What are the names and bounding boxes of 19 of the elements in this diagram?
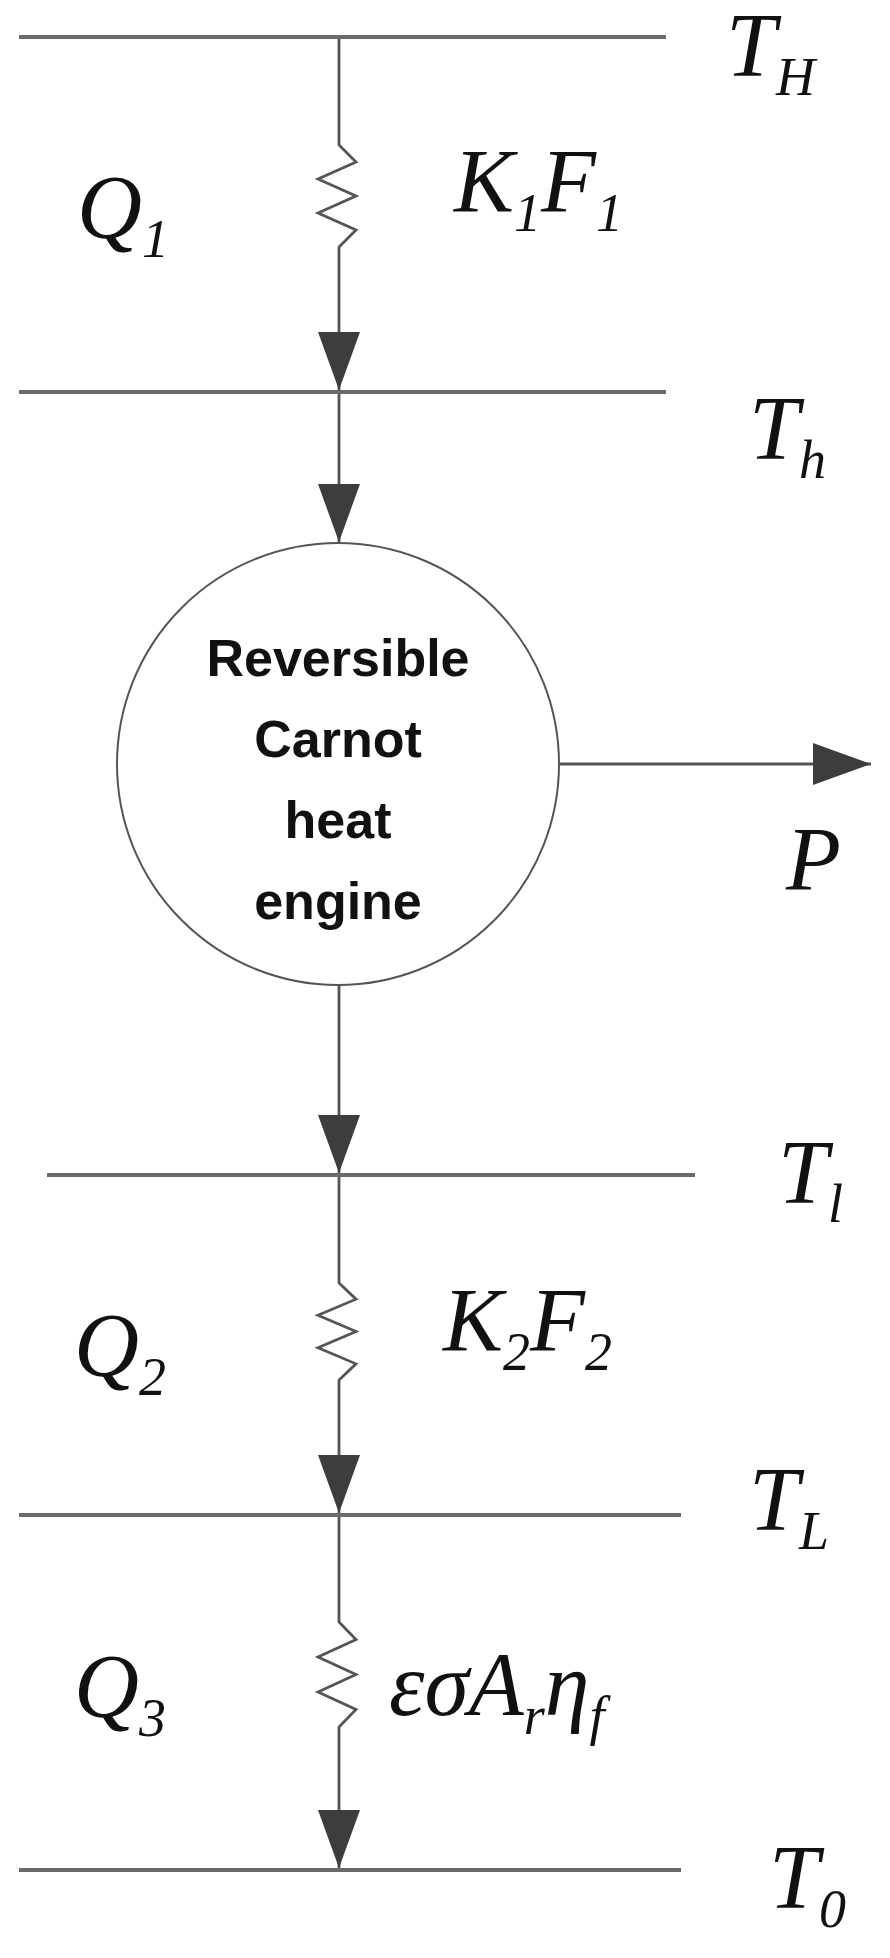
symbol-label: εσA$_{r}$η$_{f}$ bbox=[389, 1625, 609, 1746]
temperature-label: T$_{h}$ bbox=[749, 378, 828, 490]
symbol-label: Q$_{1}$ bbox=[77, 157, 170, 269]
symbol-label: Q$_{2}$ bbox=[74, 1295, 167, 1407]
temperature-label: T$_{0}$ bbox=[769, 1827, 848, 1939]
resistor-arrow bbox=[314, 1517, 360, 1868]
temperature-label: T$_{L}$ bbox=[749, 1449, 831, 1561]
symbol-label: K$_{1}$F$_{1}$ bbox=[454, 131, 624, 243]
arrow bbox=[560, 743, 871, 785]
edge-label: P bbox=[786, 809, 842, 911]
temperature-label: T$_{l}$ bbox=[778, 1122, 845, 1234]
temperature-label: T$_{H}$ bbox=[726, 0, 819, 107]
symbol-label: K$_{2}$F$_{2}$ bbox=[443, 1270, 613, 1382]
resistor-arrow bbox=[314, 39, 360, 390]
arrow bbox=[318, 394, 360, 542]
node-text: Reversible Carnot heat engine bbox=[205, 628, 471, 932]
arrow bbox=[318, 986, 360, 1173]
resistor-arrow bbox=[314, 1177, 360, 1513]
symbol-label: Q$_{3}$ bbox=[74, 1636, 167, 1748]
